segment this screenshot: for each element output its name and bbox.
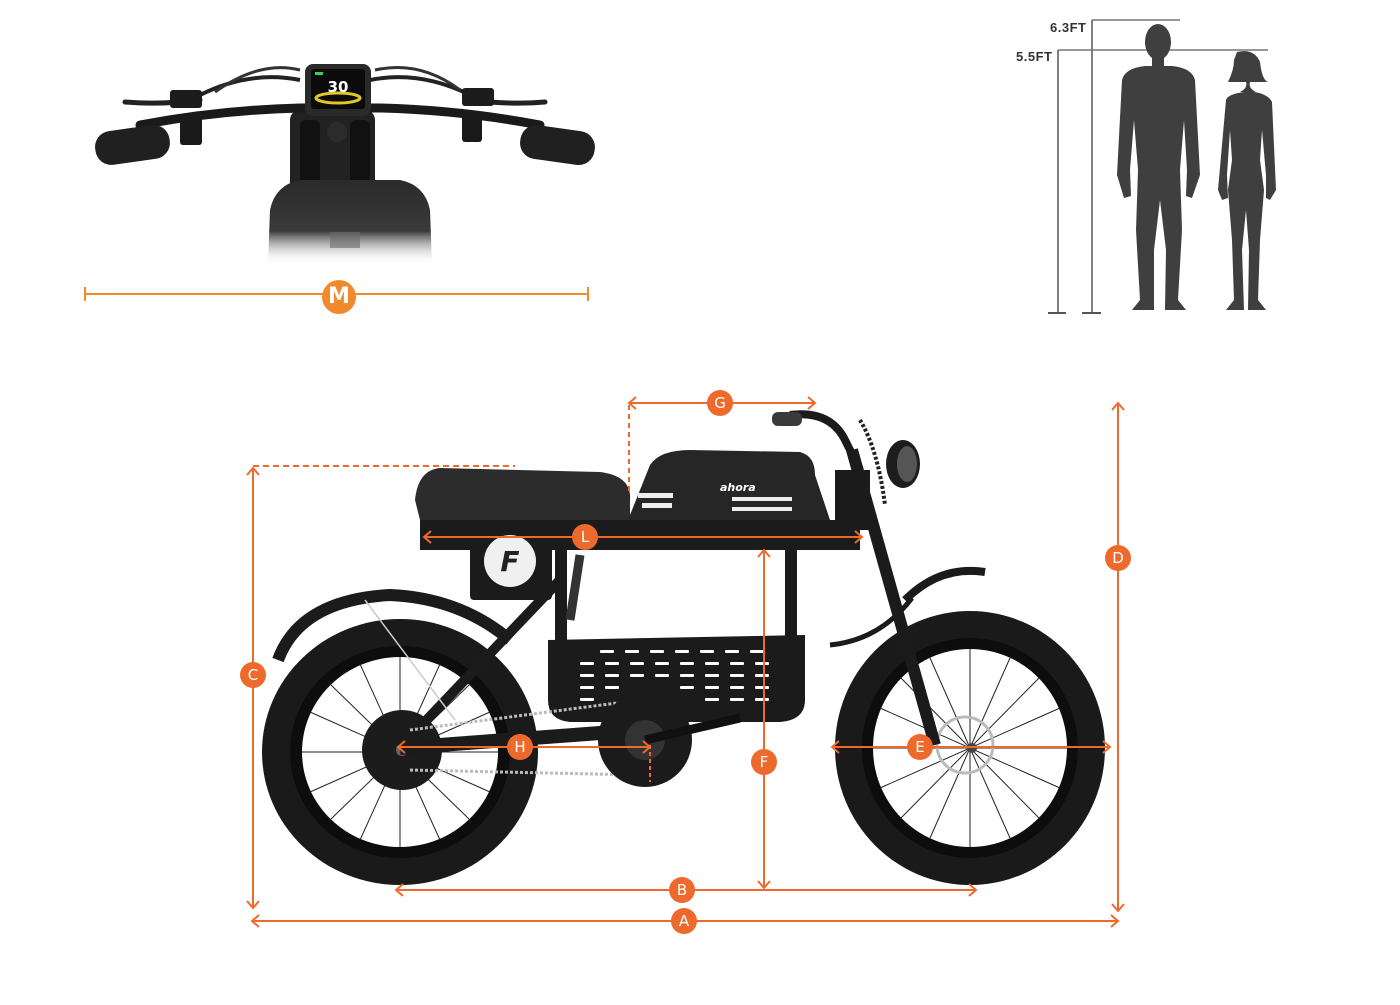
dimension-badge-l: L: [572, 524, 598, 550]
height-label-short: 5.5FT: [1016, 49, 1053, 64]
handlebar-view: 30 M: [0, 0, 700, 330]
dimension-badge-e: E: [907, 734, 933, 760]
brand-emblem-icon: [484, 535, 536, 587]
brand-emblem-letter: F: [500, 545, 519, 578]
dimension-badge-c: C: [240, 662, 266, 688]
rear-wheel: [262, 619, 538, 885]
height-label-tall: 6.3FT: [1050, 20, 1087, 35]
display-speed: 30: [328, 78, 349, 96]
dimension-badge-d: D: [1105, 545, 1131, 571]
dimension-badge-h: H: [507, 734, 533, 760]
dimension-badge-g: G: [707, 390, 733, 416]
male-silhouette-icon: [1117, 24, 1200, 310]
rider-height-chart: 6.3FT 5.5FT: [1000, 0, 1300, 330]
handlebar-illustration: 30: [95, 64, 595, 265]
brand-logo-text: ahora: [720, 481, 756, 494]
dimension-badge-b: B: [669, 877, 695, 903]
female-silhouette-icon: [1218, 51, 1276, 310]
dimension-badge-m: M: [322, 280, 356, 314]
dimension-badge-f: F: [751, 749, 777, 775]
dimension-badge-a: A: [671, 908, 697, 934]
